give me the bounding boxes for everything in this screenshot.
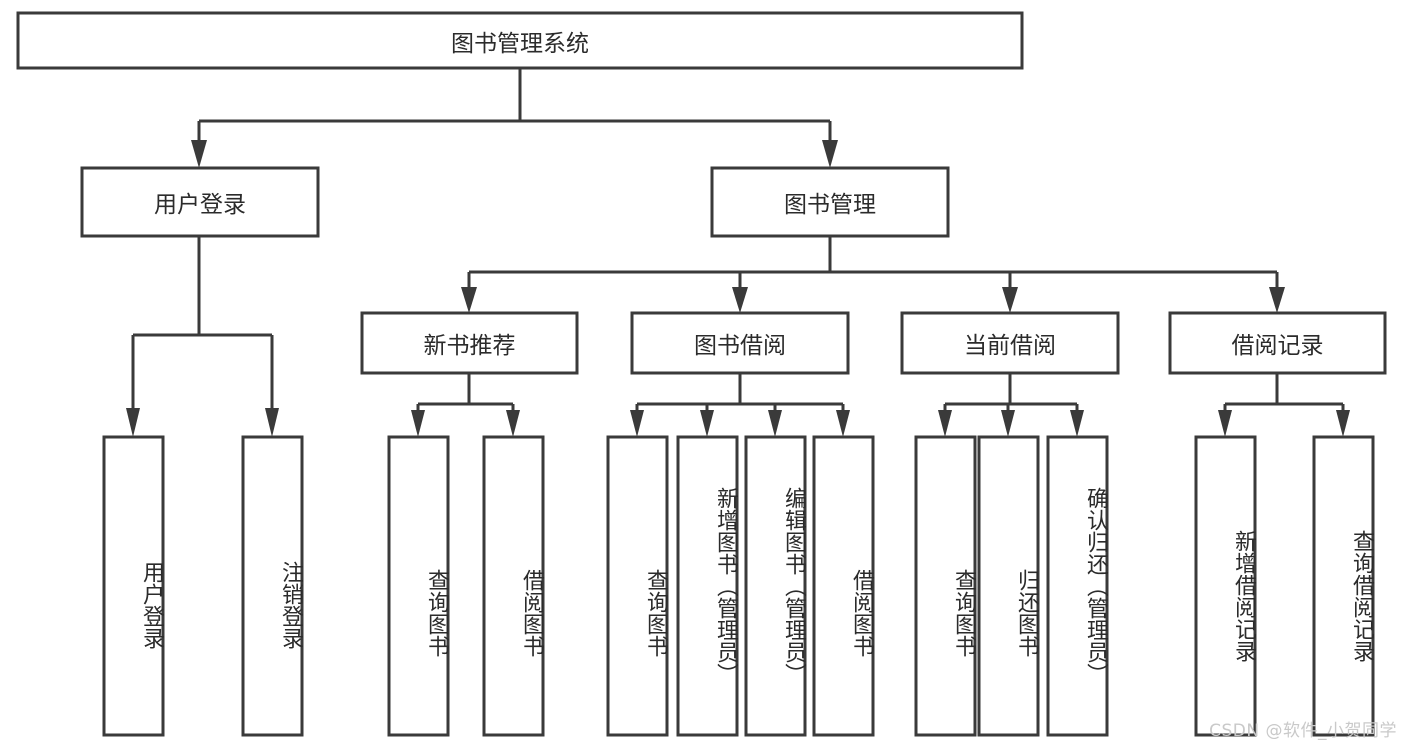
arrowhead-record-add <box>1218 410 1232 437</box>
node-leaf-current-confirm-box[interactable] <box>1046 435 1109 737</box>
node-borrow-box[interactable] <box>630 311 850 375</box>
node-leaf-recommend-borrow-box[interactable] <box>482 435 545 737</box>
node-leaf-borrow-add-box[interactable] <box>676 435 739 737</box>
arrowhead-recommend-borrow <box>506 410 520 437</box>
node-leaf-borrow-edit-box[interactable] <box>744 435 807 737</box>
node-record-box[interactable] <box>1168 311 1387 375</box>
node-leaf-recommend-query-box[interactable] <box>387 435 450 737</box>
arrowhead-current-confirm <box>1070 410 1084 437</box>
node-leaf-current-return-box[interactable] <box>977 435 1040 737</box>
node-recommend-box[interactable] <box>360 311 579 375</box>
arrowhead-borrow-add <box>700 410 714 437</box>
node-leaf-borrow-query-box[interactable] <box>606 435 669 737</box>
node-leaf-borrow-lend-box[interactable] <box>812 435 875 737</box>
arrowhead-leaf-logout <box>265 408 279 437</box>
arrowhead-current-query <box>938 410 952 437</box>
node-leaf-record-query-box[interactable] <box>1312 435 1375 737</box>
node-leaf-user-login-box[interactable] <box>102 435 165 737</box>
arrowhead-borrow-query <box>630 410 644 437</box>
node-root-box[interactable] <box>16 11 1024 70</box>
node-leaf-logout-box[interactable] <box>241 435 304 737</box>
arrowhead-current-return <box>1001 410 1015 437</box>
arrowhead-recommend-query <box>411 410 425 437</box>
arrowhead-book-manage <box>822 140 838 168</box>
arrowhead-record <box>1269 287 1285 313</box>
arrowhead-record-query <box>1336 410 1350 437</box>
arrowhead-borrow-edit <box>768 410 782 437</box>
arrowhead-recommend <box>461 287 477 313</box>
node-current-box[interactable] <box>900 311 1120 375</box>
node-leaf-record-add-box[interactable] <box>1194 435 1257 737</box>
arrowhead-borrow <box>732 287 748 313</box>
arrowhead-borrow-lend <box>836 410 850 437</box>
node-book-manage-box[interactable] <box>710 166 950 238</box>
node-leaf-current-query-box[interactable] <box>914 435 977 737</box>
arrowhead-leaf-user-login <box>126 408 140 437</box>
arrowhead-current <box>1002 287 1018 313</box>
arrowhead-user-login <box>191 140 207 168</box>
node-user-login-box[interactable] <box>80 166 320 238</box>
csdn-watermark: CSDN @软件_小贺同学 <box>1209 721 1397 741</box>
